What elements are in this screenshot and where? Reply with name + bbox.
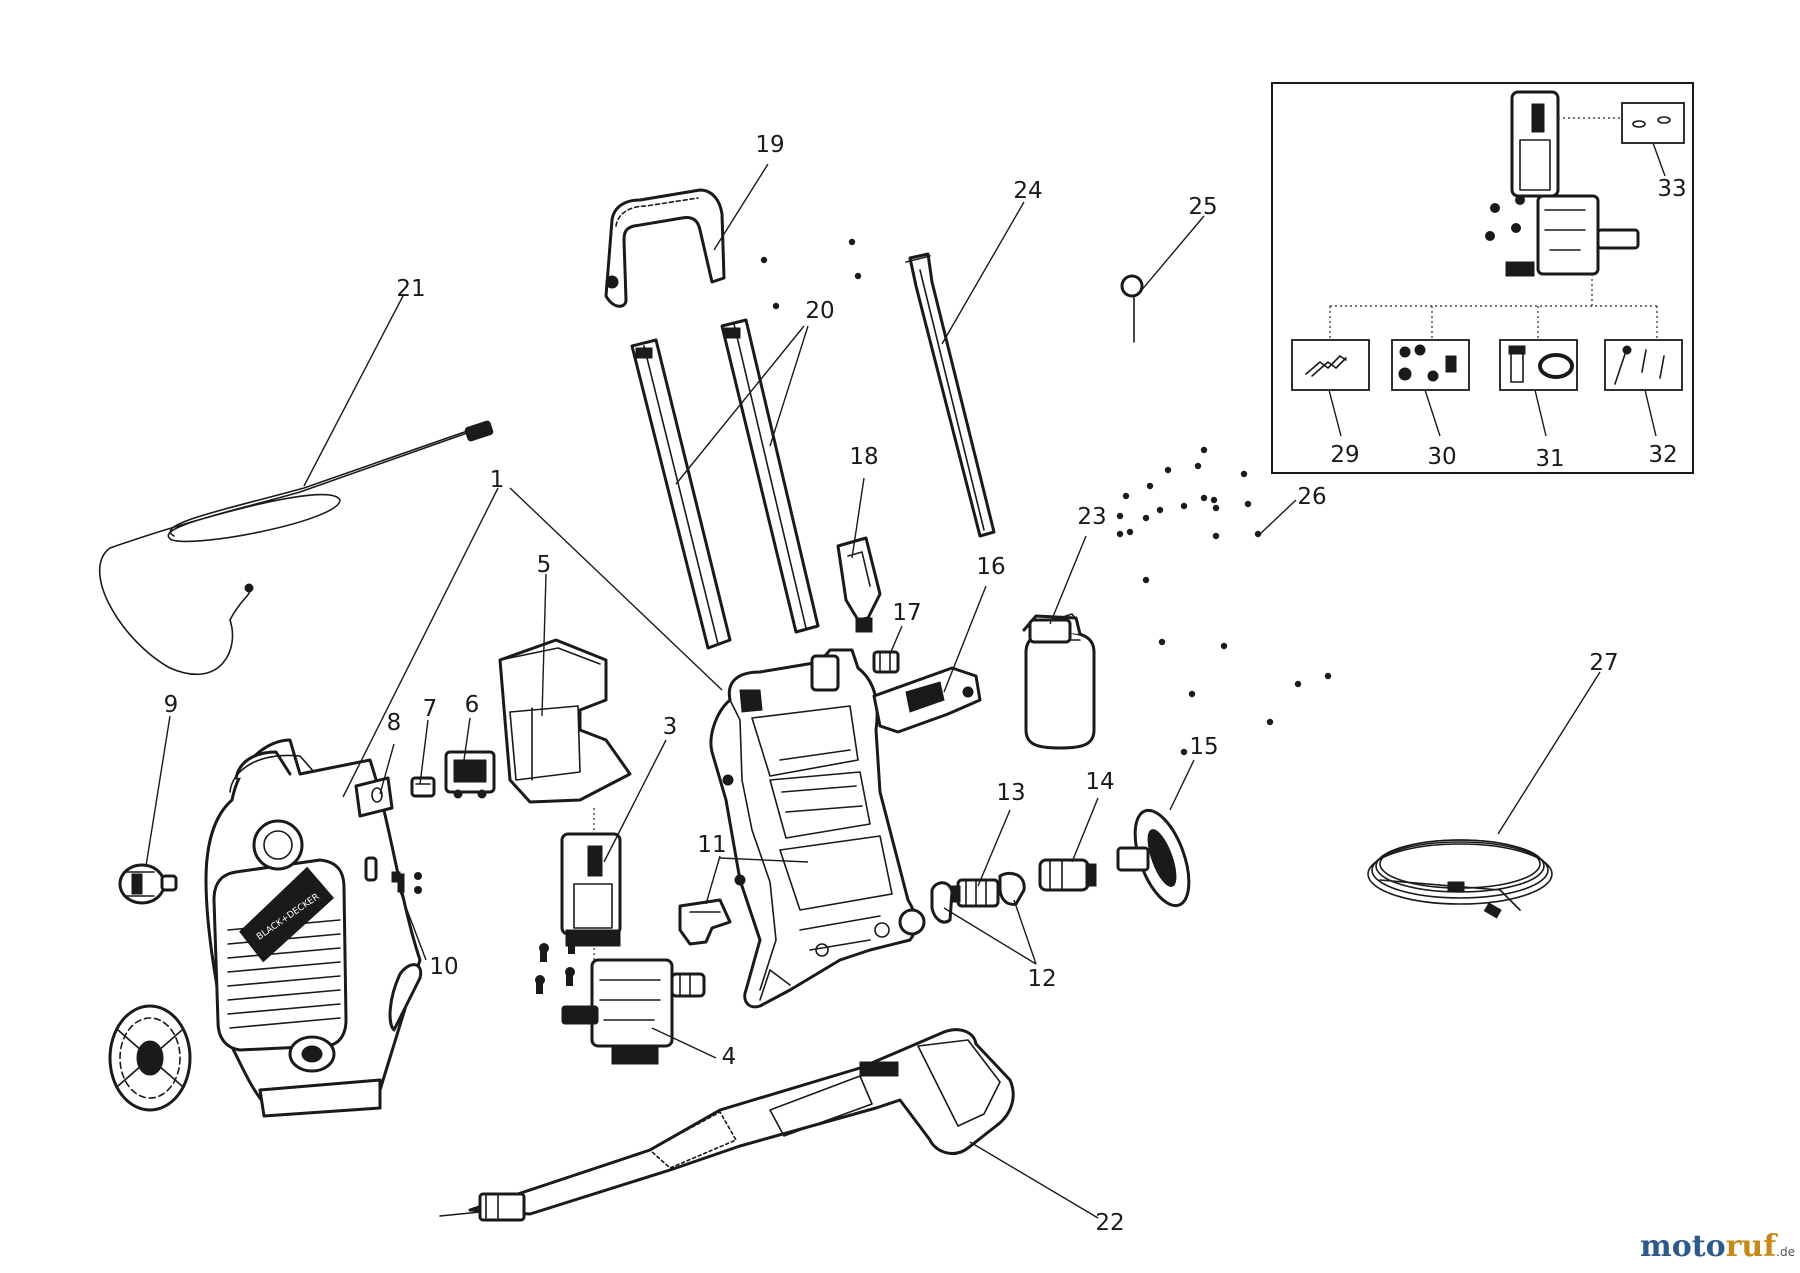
part-coupling-14 <box>1038 858 1097 892</box>
label-25: 25 <box>1188 194 1217 220</box>
label-30: 30 <box>1427 444 1456 470</box>
part-screws-26 <box>760 238 1332 756</box>
part-pin-25 <box>1120 274 1144 343</box>
part-connector-13 <box>947 878 1000 908</box>
label-3: 3 <box>663 714 678 740</box>
label-17: 17 <box>892 600 921 626</box>
kit-box-32 <box>1604 339 1683 437</box>
label-26: 26 <box>1297 484 1326 510</box>
part-knob-9 <box>118 863 178 905</box>
watermark-part2: ruf <box>1726 1229 1779 1264</box>
label-6: 6 <box>465 692 480 718</box>
part-gun-22 <box>439 1028 1015 1222</box>
kit-box-33 <box>1621 102 1685 177</box>
inset-pump-drawing <box>1329 90 1658 340</box>
label-21: 21 <box>396 276 425 302</box>
label-11: 11 <box>697 832 726 858</box>
part-hose-21 <box>98 420 494 675</box>
label-31: 31 <box>1535 446 1564 472</box>
part-rails-20 <box>630 318 820 650</box>
label-15: 15 <box>1189 734 1218 760</box>
part-pump-4 <box>535 935 706 1065</box>
pump-kit-inset <box>1271 82 1694 474</box>
label-22: 22 <box>1095 1210 1124 1236</box>
part-frame <box>709 648 926 1009</box>
label-5: 5 <box>537 552 552 578</box>
label-14: 14 <box>1085 769 1114 795</box>
label-13: 13 <box>996 780 1025 806</box>
label-9: 9 <box>164 692 179 718</box>
label-7: 7 <box>423 696 438 722</box>
part-7 <box>410 776 436 798</box>
label-12: 12 <box>1027 966 1056 992</box>
part-handle-19 <box>604 188 726 308</box>
label-16: 16 <box>976 554 1005 580</box>
label-18: 18 <box>849 444 878 470</box>
part-rod-24 <box>905 252 996 538</box>
label-27: 27 <box>1589 650 1618 676</box>
kit-box-31 <box>1499 339 1578 437</box>
part-6 <box>444 750 496 799</box>
label-29: 29 <box>1330 442 1359 468</box>
label-24: 24 <box>1013 178 1042 204</box>
label-10: 10 <box>429 954 458 980</box>
part-nut-17 <box>872 650 900 674</box>
part-8 <box>354 776 394 818</box>
part-bracket-16 <box>872 666 982 734</box>
watermark: motoruf.de <box>1640 1229 1795 1264</box>
label-20: 20 <box>805 298 834 324</box>
part-bottle-23 <box>1022 613 1096 750</box>
part-wheel <box>108 1004 192 1112</box>
part-clip-11 <box>678 898 732 946</box>
part-reel-15 <box>1116 808 1191 908</box>
part-screws-10 <box>397 872 422 894</box>
part-labels: 1 3 4 5 6 7 8 9 10 11 12 13 14 15 16 17 … <box>164 132 1687 1236</box>
label-32: 32 <box>1648 442 1677 468</box>
kit-box-30 <box>1391 339 1470 437</box>
leader-lines <box>145 163 1601 1219</box>
watermark-text: motoruf.de <box>1640 1229 1795 1264</box>
part-nozzle-18 <box>836 536 882 633</box>
label-19: 19 <box>755 132 784 158</box>
part-motor-cover-5 <box>498 638 632 804</box>
watermark-suffix: .de <box>1776 1245 1795 1259</box>
watermark-part1: moto <box>1640 1229 1726 1264</box>
part-housing-1: BLACK+DECKER <box>204 738 423 1118</box>
label-23: 23 <box>1077 504 1106 530</box>
label-33: 33 <box>1657 176 1686 202</box>
kit-box-29 <box>1291 339 1370 437</box>
part-coil-hose-27 <box>1367 839 1553 919</box>
label-4: 4 <box>722 1044 737 1070</box>
label-8: 8 <box>387 710 402 736</box>
label-1: 1 <box>490 467 505 493</box>
